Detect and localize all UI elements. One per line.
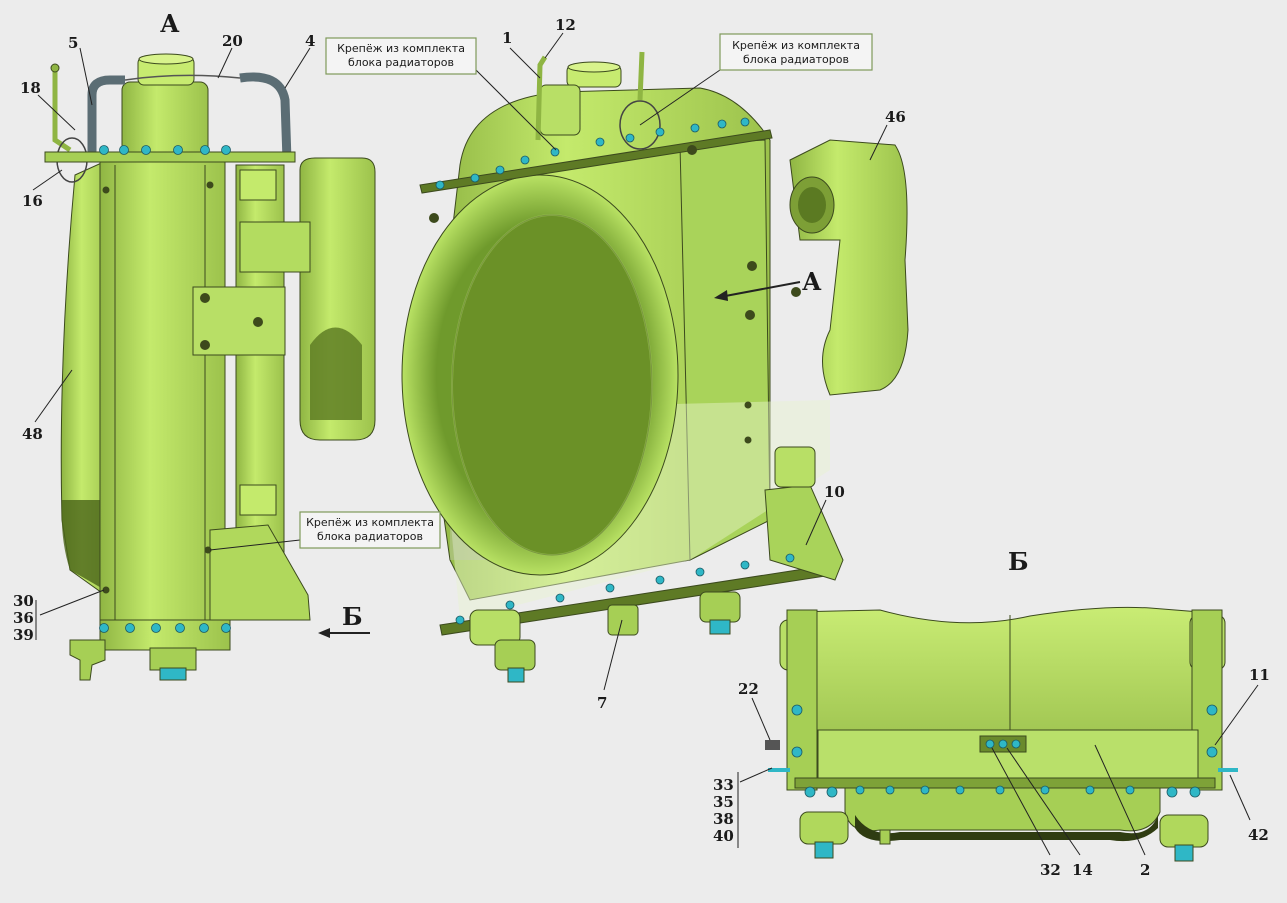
side-pipe-bracket-bot — [239, 484, 277, 516]
duct-connector — [239, 221, 311, 273]
callout-33: 33 — [713, 776, 734, 794]
center-view-bolts — [429, 117, 801, 625]
tube-right — [637, 51, 645, 101]
left-mount-pad — [799, 811, 849, 845]
callout-16: 16 — [22, 192, 43, 210]
view-b — [765, 606, 1238, 862]
arrow-a-label: А — [802, 267, 822, 296]
drain-plug — [159, 667, 187, 681]
center-view — [401, 51, 909, 683]
pipe-part-4 — [239, 72, 292, 161]
bottom-tank — [99, 619, 231, 651]
callout-39: 39 — [13, 626, 34, 644]
callout-20: 20 — [222, 32, 243, 50]
drain-housing — [149, 647, 197, 671]
note-1-line-2: блока радиаторов — [348, 56, 454, 69]
side-pipe-bracket-top — [239, 169, 277, 201]
top-flange-strip — [419, 129, 773, 194]
drain-fitting — [69, 639, 106, 681]
callout-10: 10 — [824, 483, 845, 501]
note-3-line-1: Крепёж из комплекта — [306, 516, 434, 529]
note-box-2: Крепёж из комплекта блока радиаторов — [719, 33, 873, 71]
callout-7: 7 — [597, 694, 607, 712]
right-mount-nut — [1174, 844, 1194, 862]
clamp-ring — [619, 100, 661, 150]
view-b-bolts — [791, 704, 1218, 798]
drain-plug-center — [507, 667, 525, 683]
note-2-line-2: блока радиаторов — [743, 53, 849, 66]
top-flange — [44, 151, 296, 163]
callout-4: 4 — [305, 32, 315, 50]
fan-opening — [451, 214, 653, 556]
note-3-line-2: блока радиаторов — [317, 530, 423, 543]
callout-40: 40 — [713, 827, 734, 845]
inlet-pipe — [539, 84, 581, 136]
tube-part-18 — [52, 70, 72, 153]
view-a — [44, 53, 376, 681]
callout-12: 12 — [555, 16, 576, 34]
callout-32: 32 — [1040, 861, 1061, 879]
callout-42: 42 — [1248, 826, 1269, 844]
callout-22: 22 — [738, 680, 759, 698]
callout-1: 1 — [502, 29, 512, 47]
callout-numbers: 5 20 4 18 16 48 30 36 39 1 12 46 10 7 22… — [13, 16, 1270, 879]
note-box-3: Крепёж из комплекта блока радиаторов — [299, 511, 441, 549]
tube-part-12 — [535, 55, 548, 141]
pipe-part-5 — [87, 75, 125, 160]
lower-tank — [844, 787, 1161, 832]
callout-30: 30 — [13, 592, 34, 610]
mount-nut — [709, 619, 731, 635]
callout-11: 11 — [1249, 666, 1270, 684]
bottom-bracket — [209, 524, 311, 621]
radiator-core — [99, 159, 226, 631]
note-2-line-1: Крепёж из комплекта — [732, 39, 860, 52]
shroud-shadow — [61, 500, 105, 590]
drain-stub — [879, 829, 891, 845]
callout-2: 2 — [1140, 861, 1150, 879]
pipe-part-7 — [607, 604, 639, 636]
mount-pad — [699, 591, 741, 623]
side-nozzle — [774, 446, 816, 488]
left-side-channel — [786, 609, 818, 791]
mounting-plate — [192, 286, 286, 356]
callout-14: 14 — [1072, 861, 1093, 879]
view-a-bolts — [99, 145, 263, 633]
top-tank — [121, 81, 209, 158]
view-a-arrow-line — [719, 281, 801, 298]
note-box-1: Крепёж из комплекта блока радиаторов — [325, 37, 477, 75]
callout-35: 35 — [713, 793, 734, 811]
callout-48: 48 — [22, 425, 43, 443]
left-mount-nut — [814, 841, 834, 859]
arrow-b-label: Б — [342, 602, 363, 631]
right-mount-pad — [1159, 814, 1209, 848]
drain-housing-center — [494, 639, 536, 671]
leader-lines — [32, 32, 1259, 856]
callout-46: 46 — [885, 108, 906, 126]
hose-part-20 — [124, 74, 241, 81]
view-a-title: А — [160, 9, 180, 38]
note-1-line-1: Крепёж из комплекта — [337, 42, 465, 55]
view-a-arrow-head — [714, 290, 728, 301]
view-b-title: Б — [1008, 547, 1029, 576]
callout-36: 36 — [13, 609, 34, 627]
bracket-part-22 — [765, 740, 780, 750]
callout-38: 38 — [713, 810, 734, 828]
view-b-arrow-head — [318, 628, 330, 638]
callout-5: 5 — [68, 34, 78, 52]
callout-18: 18 — [20, 79, 41, 97]
